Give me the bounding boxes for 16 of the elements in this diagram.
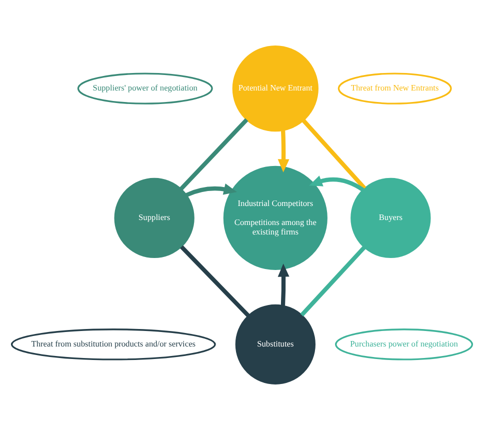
node-ellipse: Threat from substitution products and/or services — [10, 328, 216, 360]
connector — [180, 245, 250, 318]
arrow — [278, 130, 290, 172]
connector — [179, 118, 248, 190]
node-ellipse: Suppliers' power of negotiation — [77, 72, 213, 104]
node-ellipse: Purchasers power of negotiation — [335, 328, 474, 360]
connector — [302, 118, 366, 190]
arrow — [278, 264, 290, 306]
node-circle: Potential New Entrant — [232, 45, 318, 132]
node-ellipse: Threat from New Entrants — [338, 72, 452, 104]
node-circle: Buyers — [350, 178, 431, 258]
arrow — [309, 176, 364, 192]
node-circle: Substitutes — [235, 304, 316, 384]
node-circle: Suppliers — [114, 178, 194, 258]
arrow — [185, 183, 237, 198]
connector — [300, 246, 366, 316]
